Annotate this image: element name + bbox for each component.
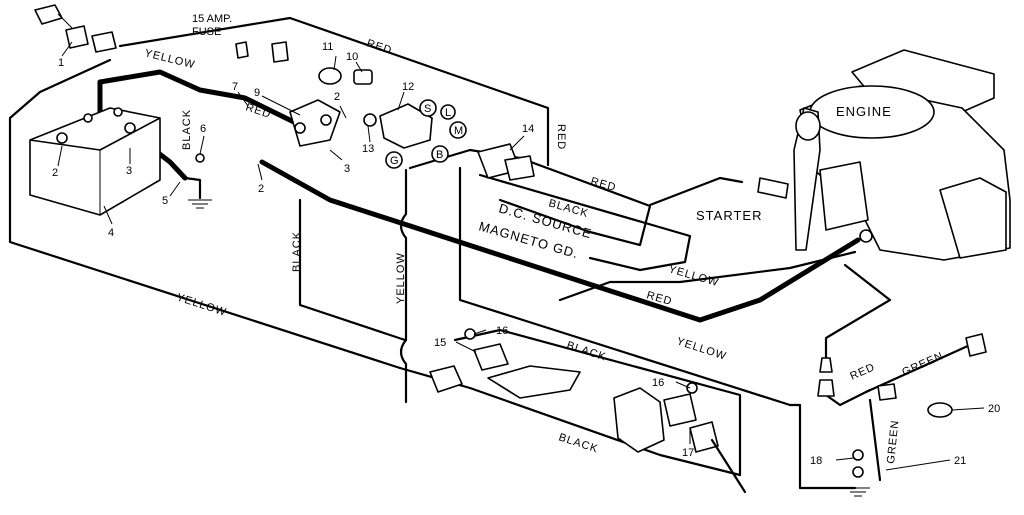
callout-numbers: 1 2 3 4 5 6 7 2 9 2 11 10 3 12 13 14 15 … — [52, 41, 1000, 467]
terminal-m: M — [454, 125, 463, 137]
battery-cables — [97, 69, 861, 323]
engine-assembly — [757, 49, 1011, 261]
callout-16b: 16 — [652, 377, 664, 389]
terminal-g: G — [390, 155, 399, 167]
ground-terminal — [183, 153, 212, 209]
callout-9: 9 — [254, 87, 260, 99]
wire-label-red-bottom: RED — [848, 361, 877, 383]
callout-7: 7 — [232, 81, 238, 93]
engine-label: ENGINE — [836, 104, 892, 119]
fuse-label-line2: FUSE — [192, 26, 221, 38]
seat-switch — [429, 328, 581, 399]
callout-21: 21 — [954, 455, 966, 467]
wire-label-red-mid: RED — [589, 175, 618, 194]
wire-label-yellow-vertical: YELLOW — [395, 252, 407, 304]
terminal-b: B — [436, 149, 443, 161]
wire-label-red-top: RED — [365, 37, 394, 57]
callout-2b: 2 — [258, 183, 264, 195]
callout-18: 18 — [810, 455, 822, 467]
callout-11: 11 — [322, 41, 333, 53]
callout-5: 5 — [162, 195, 168, 207]
ignition-switch — [318, 67, 467, 169]
callout-4: 4 — [108, 227, 114, 239]
callout-17: 17 — [682, 447, 694, 459]
wire-label-black-battery: BLACK — [181, 109, 193, 150]
battery — [29, 107, 161, 216]
callout-10: 10 — [346, 51, 358, 63]
callout-3b: 3 — [344, 163, 350, 175]
callout-1: 1 — [58, 57, 64, 69]
wire-label-yellow-left: YELLOW — [175, 291, 228, 318]
callout-12: 12 — [402, 81, 414, 93]
wire-label-black-lower: BLACK — [565, 339, 608, 363]
wire-label-green-bottom: GREEN — [900, 350, 945, 379]
callout-6: 6 — [200, 123, 206, 135]
pto-switch — [613, 382, 747, 494]
wire-label-yellow-top: YELLOW — [143, 47, 196, 71]
wire-label-black-vertical: BLACK — [291, 231, 303, 272]
fuse-holder — [34, 4, 289, 63]
wire-label-red-right: RED — [555, 124, 567, 150]
callout-14: 14 — [522, 123, 534, 135]
callout-2c: 2 — [334, 91, 340, 103]
main-connector — [477, 143, 535, 181]
light-assembly — [817, 333, 987, 497]
callout-13: 13 — [362, 143, 374, 155]
solenoid — [289, 99, 341, 147]
callout-2a: 2 — [52, 167, 58, 179]
wire-label-yellow-mid: YELLOW — [667, 263, 720, 289]
fuse-label-line1: 15 AMP. — [192, 13, 232, 25]
callout-20: 20 — [988, 403, 1000, 415]
wire-label-black-bottom: BLACK — [557, 431, 600, 455]
terminal-letters: S L M B G — [390, 103, 463, 167]
terminal-s: S — [424, 103, 431, 115]
starter-label: STARTER — [696, 208, 762, 223]
callout-3a: 3 — [126, 165, 132, 177]
wire-label-red-short: RED — [244, 101, 273, 121]
callout-16a: 16 — [496, 325, 508, 337]
callout-15: 15 — [434, 337, 446, 349]
wire-label-green-vertical: GREEN — [885, 419, 902, 464]
wire-label-yellow-lower: YELLOW — [675, 335, 728, 362]
callout-leaders — [57, 41, 985, 471]
terminal-l: L — [445, 107, 451, 119]
